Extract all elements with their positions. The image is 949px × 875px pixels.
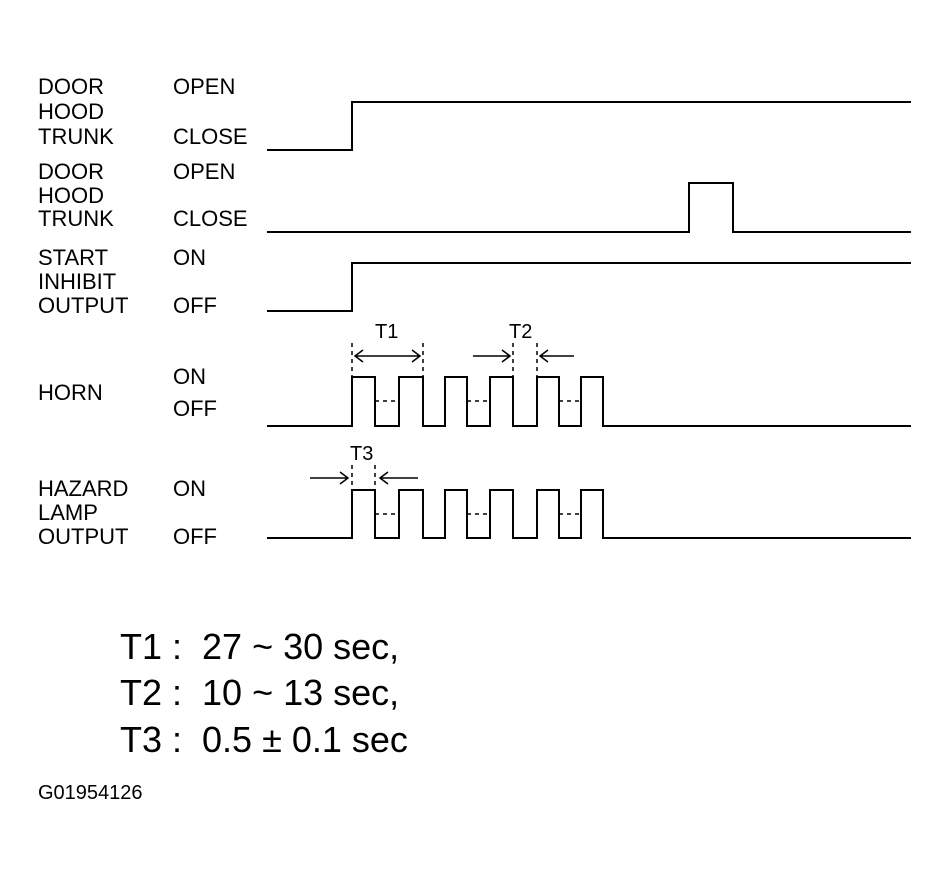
t3-label: T3 xyxy=(350,443,373,465)
signal-row-3: START INHIBIT OUTPUT ON OFF xyxy=(38,245,911,318)
signal-5-name-line-2: LAMP xyxy=(38,500,98,525)
signal-1-high-label: OPEN xyxy=(173,74,235,99)
t1-double-arrow xyxy=(353,349,422,363)
signal-2-waveform xyxy=(267,182,911,233)
signal-5-high-label: ON xyxy=(173,476,206,501)
signal-row-2: DOOR HOOD TRUNK OPEN CLOSE xyxy=(38,159,911,233)
signal-row-4: HORN ON OFF T1 T2 xyxy=(38,321,911,427)
t2-arrow-right xyxy=(538,349,574,363)
signal-1-name-line-3: TRUNK xyxy=(38,124,114,149)
signal-2-high-label: OPEN xyxy=(173,159,235,184)
signal-2-name-line-2: HOOD xyxy=(38,183,104,208)
t2-label: T2 xyxy=(509,321,532,343)
signal-4-waveform xyxy=(267,376,911,427)
signal-4-low-label: OFF xyxy=(173,396,217,421)
signal-row-5: HAZARD LAMP OUTPUT ON OFF T3 xyxy=(38,443,911,549)
signal-3-name-line-2: INHIBIT xyxy=(38,269,116,294)
signal-1-waveform xyxy=(267,101,911,151)
signal-3-name-line-1: START xyxy=(38,245,108,270)
signal-2-name-line-3: TRUNK xyxy=(38,206,114,231)
signal-1-low-label: CLOSE xyxy=(173,124,248,149)
legend-line-t1: T1 : 27 ~ 30 sec, xyxy=(120,626,399,667)
signal-5-waveform xyxy=(267,489,911,539)
signal-3-name-line-3: OUTPUT xyxy=(38,293,128,318)
legend-line-t2: T2 : 10 ~ 13 sec, xyxy=(120,672,399,713)
signal-1-name-line-1: DOOR xyxy=(38,74,104,99)
signal-3-high-label: ON xyxy=(173,245,206,270)
signal-row-1: DOOR HOOD TRUNK OPEN CLOSE xyxy=(38,74,911,151)
timing-legend: T1 : 27 ~ 30 sec, T2 : 10 ~ 13 sec, T3 :… xyxy=(120,626,408,760)
signal-3-waveform xyxy=(267,262,911,312)
signal-3-low-label: OFF xyxy=(173,293,217,318)
signal-5-low-label: OFF xyxy=(173,524,217,549)
signal-2-low-label: CLOSE xyxy=(173,206,248,231)
t3-arrow-left xyxy=(310,471,350,485)
signal-4-name-line-1: HORN xyxy=(38,380,103,405)
t2-arrow-left xyxy=(473,349,512,363)
signal-1-name-line-2: HOOD xyxy=(38,99,104,124)
t3-arrow-right xyxy=(378,471,418,485)
t1-label: T1 xyxy=(375,321,398,343)
signal-5-name-line-3: OUTPUT xyxy=(38,524,128,549)
signal-5-name-line-1: HAZARD xyxy=(38,476,128,501)
figure-code: G01954126 xyxy=(38,782,143,804)
signal-4-high-label: ON xyxy=(173,364,206,389)
legend-line-t3: T3 : 0.5 ± 0.1 sec xyxy=(120,719,408,760)
signal-2-name-line-1: DOOR xyxy=(38,159,104,184)
